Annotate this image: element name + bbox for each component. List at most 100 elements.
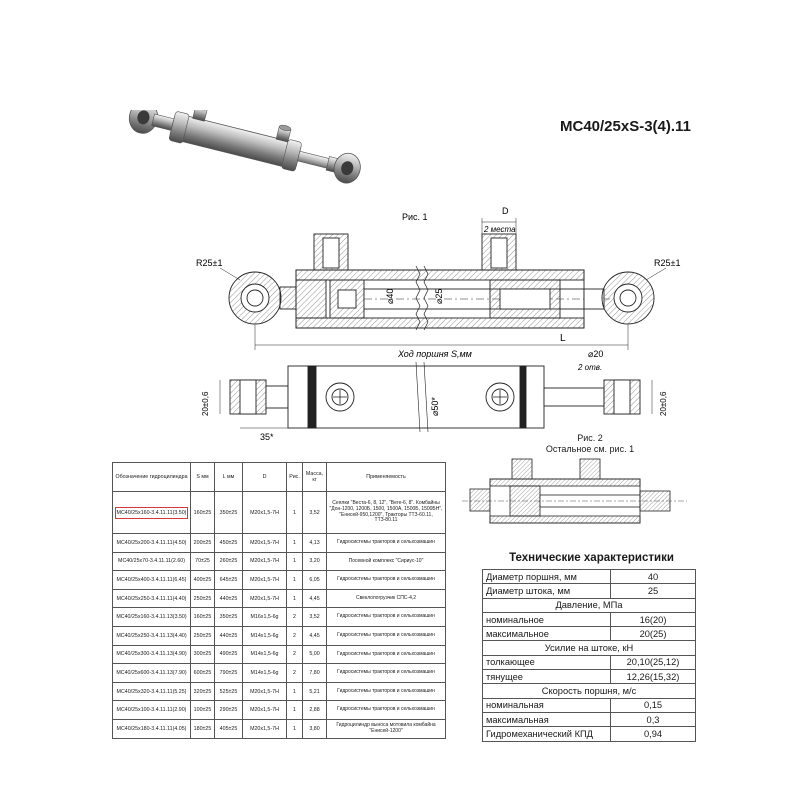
cell-applicability: Гидросистемы тракторов и сельхозмашин (326, 570, 446, 590)
cell-stroke: 320±25 (190, 681, 215, 702)
dim-dia25: ⌀25 (434, 289, 444, 304)
cell-mass: 3,80 (302, 718, 327, 739)
cell-figure: 2 (286, 644, 303, 665)
cell-mass: 2,88 (302, 700, 327, 720)
cell-thread: М20х1,5-7Н (242, 718, 287, 739)
spec-group-header: Давление, МПа (482, 597, 696, 613)
cell-mass: 5,00 (302, 644, 327, 665)
cell-mass: 6,05 (302, 570, 327, 590)
cell-applicability: Гидросистемы тракторов и сельхозмашин (326, 663, 446, 683)
table-row: МС40/25х200-3.4.11.11(4.50) 200±25 450±2… (112, 533, 446, 553)
cell-thread: М14х1,5-6g (242, 625, 287, 646)
table-row: МС40/25х400-3.4.11.11(6.45) 400±25 645±2… (112, 570, 446, 590)
dim-r-right: R25±1 (654, 258, 680, 268)
specs-title: Технические характеристики (509, 552, 674, 564)
header-thread: D (242, 462, 287, 492)
cell-length: 490±25 (214, 644, 243, 665)
dim-20-right: 20±0,6 (659, 391, 668, 416)
spec-value: 20(25) (610, 626, 696, 642)
table-row: МС40/25х300-3.4.11.13(4.90) 300±25 490±2… (112, 644, 446, 665)
cell-stroke: 300±25 (190, 644, 215, 665)
cell-stroke: 600±25 (190, 663, 215, 683)
cell-thread: М20х1,5-7Н (242, 551, 287, 572)
cell-thread: М20х1,5-7Н (242, 588, 287, 609)
cell-length: 790±25 (214, 663, 243, 683)
cell-length: 290±25 (214, 700, 243, 720)
cell-figure: 2 (286, 625, 303, 646)
dim-d: D (502, 206, 509, 216)
cell-thread: М16х1,5-6g (242, 607, 287, 627)
spec-value: 25 (610, 583, 696, 599)
cell-stroke: 200±25 (190, 533, 215, 553)
cell-mass: 5,21 (302, 681, 327, 702)
cell-length: 450±25 (214, 533, 243, 553)
cylinder-3d-illustration (128, 110, 361, 184)
cell-thread: М20х1,5-7Н (242, 533, 287, 553)
cell-applicability: Гидросистемы тракторов и сельхозмашин (326, 681, 446, 702)
cell-designation: МС40/25х180-3.4.11.11(4.05) (112, 718, 191, 739)
cell-designation: МС40/25х600-3.4.11.13(7.90) (112, 663, 191, 683)
cell-figure: 1 (286, 700, 303, 720)
spec-group-label: Усилие на штоке, кН (482, 640, 696, 656)
spec-value: 12,26(15,32) (610, 669, 696, 685)
spec-label: тянущее (482, 669, 611, 685)
cell-mass: 3,52 (302, 607, 327, 627)
cell-thread: М20х1,5-7Н (242, 700, 287, 720)
spec-value: 16(20) (610, 611, 696, 628)
cell-length: 405±25 (214, 718, 243, 739)
spec-value: 0,3 (610, 711, 696, 728)
dim-35: 35* (260, 432, 274, 442)
cell-length: 350±25 (214, 607, 243, 627)
cell-length: 525±25 (214, 681, 243, 702)
cell-mass: 3,20 (302, 551, 327, 572)
cell-figure: 1 (286, 491, 303, 534)
cell-figure: 2 (286, 607, 303, 627)
spec-label: Гидромеханический КПД (482, 726, 611, 742)
spec-label: максимальное (482, 626, 611, 642)
cell-designation: МС40/25х200-3.4.11.11(4.50) (112, 533, 191, 553)
cell-mass: 4,45 (302, 588, 327, 609)
spec-value: 0,94 (610, 726, 696, 742)
spec-label: максимальная (482, 711, 611, 728)
cell-stroke: 70±25 (190, 551, 215, 572)
cell-figure: 2 (286, 663, 303, 683)
table-row: МС40/25х160-3.4.11.11(3.50) 160±25 350±2… (112, 491, 446, 534)
dim-d-note: 2 места (483, 225, 516, 234)
cell-applicability: Гидросистемы тракторов и сельхозмашин (326, 625, 446, 646)
technical-drawing: Рис. 1 D 2 места R25±1 R25±1 ⌀40 ⌀25 L Х… (196, 206, 680, 442)
dim-20-left: 20±0,6 (201, 391, 210, 416)
table-row: МС40/25х180-3.4.11.11(4.05) 180±25 405±2… (112, 718, 446, 739)
spec-label: Диаметр поршня, мм (482, 568, 611, 585)
cell-designation: МС40/25х400-3.4.11.11(6.45) (112, 570, 191, 590)
cell-applicability: Посевной комплекс "Сириус-10" (326, 551, 446, 572)
product-title: МС40/25хS-3(4).11 (560, 118, 691, 135)
cell-stroke: 160±25 (190, 491, 215, 534)
cell-mass: 4,45 (302, 625, 327, 646)
dim-dia50: ⌀50* (430, 397, 440, 416)
cell-designation: МС40/25х160-3.4.11.13(3.50) (112, 607, 191, 627)
header-mass: Масса, кг (302, 462, 327, 492)
models-table: Обозначение гидроцилиндра S мм L мм D Ри… (112, 462, 446, 739)
fig2-note: Остальное см. рис. 1 (545, 444, 635, 454)
models-header-row: Обозначение гидроцилиндра S мм L мм D Ри… (112, 462, 446, 492)
cell-figure: 1 (286, 681, 303, 702)
cell-applicability: Гидросистемы тракторов и сельхозмашин (326, 607, 446, 627)
highlighted-designation: МС40/25х160-3.4.11.11(3.50) (114, 506, 189, 519)
cell-mass: 7,80 (302, 663, 327, 683)
cell-applicability: Свеклопогрузчик СПС-4,2 (326, 588, 446, 609)
header-length: L мм (214, 462, 243, 492)
cell-thread: М20х1,5-7Н (242, 491, 287, 534)
cell-stroke: 250±25 (190, 588, 215, 609)
table-row: МС40/25х160-3.4.11.13(3.50) 160±25 350±2… (112, 607, 446, 627)
cell-mass: 4,13 (302, 533, 327, 553)
figure2-drawing (462, 458, 687, 524)
table-row: МС40/25х250-3.4.11.13(4.40) 250±25 440±2… (112, 625, 446, 646)
spec-label: номинальное (482, 611, 611, 628)
spec-group-label: Скорость поршня, м/с (482, 683, 696, 699)
dim-l: L (560, 333, 566, 344)
dim-dia20-note: 2 отв. (577, 363, 602, 372)
